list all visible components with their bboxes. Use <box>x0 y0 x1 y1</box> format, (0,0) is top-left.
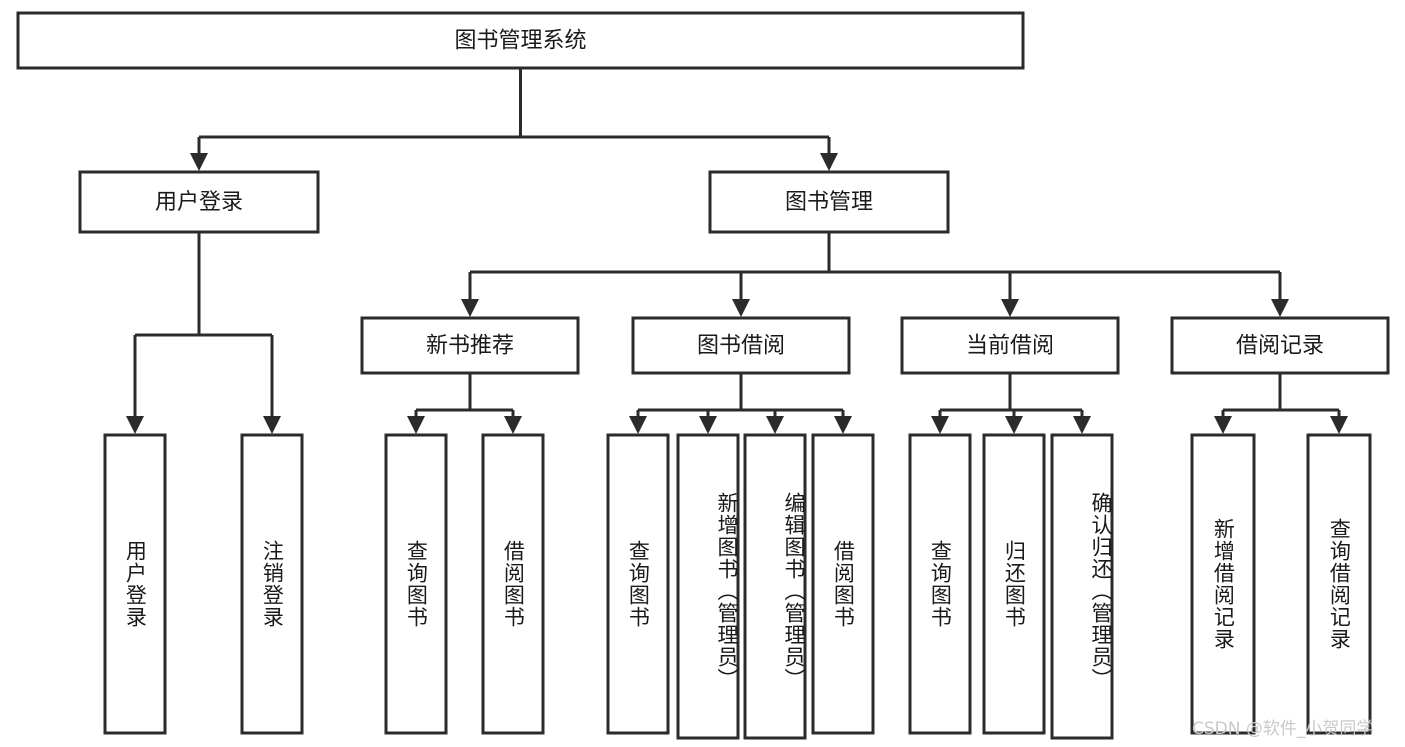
node-new-book-recommend-label: 新书推荐 <box>426 334 514 359</box>
leaf-leaf-edit-book-admin-box[interactable] <box>743 433 807 740</box>
arrow-to-user-login <box>190 153 208 171</box>
arrow-to-leaf-return-book <box>1005 416 1023 434</box>
node-book-borrow-label: 图书借阅 <box>697 334 785 359</box>
arrow-to-leaf-borrow-book-2 <box>834 416 852 434</box>
node-book-manage-box[interactable] <box>708 170 950 234</box>
leaf-leaf-borrow-book-1-box[interactable] <box>481 433 545 735</box>
arrow-to-leaf-add-book-admin <box>699 416 717 434</box>
arrow-to-borrow-record <box>1271 299 1289 317</box>
arrow-to-leaf-query-book-3 <box>931 416 949 434</box>
arrow-to-leaf-add-borrow-record <box>1214 416 1232 434</box>
arrow-to-leaf-user-login <box>126 416 144 434</box>
node-current-borrow-label: 当前借阅 <box>966 334 1054 359</box>
arrow-to-book-manage <box>820 153 838 171</box>
csdn-watermark: CSDN @软件_小贺同学 <box>1192 719 1374 739</box>
node-root-box <box>16 11 1025 70</box>
leaf-leaf-query-book-2-box[interactable] <box>606 433 670 735</box>
leaf-leaf-borrow-book-2-box[interactable] <box>811 433 875 735</box>
arrow-to-leaf-confirm-return <box>1073 416 1091 434</box>
connector-layer <box>126 68 1348 434</box>
arrow-to-leaf-user-logout <box>263 416 281 434</box>
arrow-to-new-book-recommend <box>461 299 479 317</box>
leaf-leaf-confirm-return-box[interactable] <box>1050 433 1114 740</box>
node-current-borrow-box[interactable] <box>900 316 1120 375</box>
arrow-to-book-borrow <box>732 299 750 317</box>
arrow-to-leaf-edit-book-admin <box>766 416 784 434</box>
leaf-leaf-user-login-box[interactable] <box>103 433 167 735</box>
arrow-to-current-borrow <box>1001 299 1019 317</box>
node-user-login-box[interactable] <box>78 170 320 234</box>
leaf-leaf-query-book-1-box[interactable] <box>384 433 448 735</box>
arrow-to-leaf-query-borrow-record <box>1330 416 1348 434</box>
arrow-to-leaf-query-book-2 <box>629 416 647 434</box>
leaf-leaf-user-logout-box[interactable] <box>240 433 304 735</box>
leaf-leaf-return-book-box[interactable] <box>982 433 1046 735</box>
box-layer <box>16 11 1390 740</box>
leaf-leaf-add-book-admin-box[interactable] <box>676 433 740 740</box>
arrow-to-leaf-query-book-1 <box>407 416 425 434</box>
node-user-login-label: 用户登录 <box>155 190 243 215</box>
node-borrow-record-box[interactable] <box>1170 316 1390 375</box>
node-root-label: 图书管理系统 <box>454 29 586 54</box>
node-borrow-record-label: 借阅记录 <box>1236 334 1324 359</box>
node-book-borrow-box[interactable] <box>631 316 851 375</box>
node-book-manage-label: 图书管理 <box>785 190 873 215</box>
leaf-leaf-add-borrow-record-box[interactable] <box>1190 433 1256 735</box>
node-new-book-recommend-box[interactable] <box>360 316 580 375</box>
leaf-leaf-query-book-3-box[interactable] <box>908 433 972 735</box>
arrow-to-leaf-borrow-book-1 <box>504 416 522 434</box>
leaf-leaf-query-borrow-record-box[interactable] <box>1306 433 1372 735</box>
